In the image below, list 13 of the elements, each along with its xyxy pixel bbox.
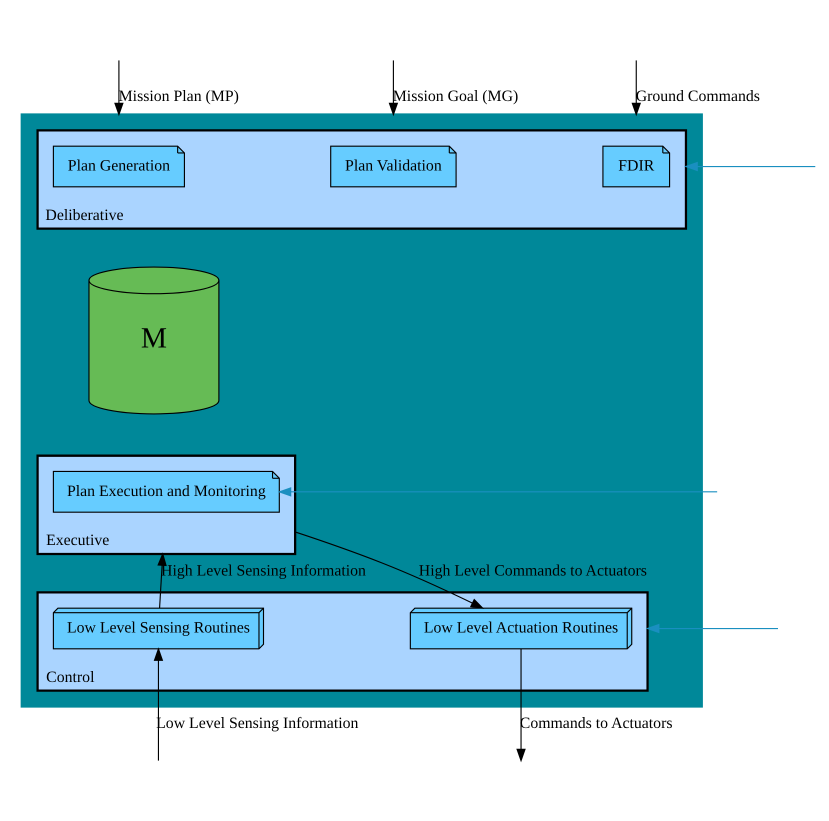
arrow	[278, 487, 718, 497]
arrow	[516, 648, 526, 762]
arrow	[684, 162, 816, 172]
arrow	[294, 531, 484, 609]
arrow	[157, 552, 167, 608]
edge-label: High Level Commands to Actuators	[418, 562, 647, 580]
arrow	[632, 60, 641, 116]
arrow	[114, 60, 124, 116]
arrow	[646, 624, 778, 634]
arrow	[388, 60, 398, 116]
edge-label: High Level Sensing Information	[161, 562, 366, 580]
arrow	[154, 647, 164, 761]
cluster	[20, 113, 703, 708]
